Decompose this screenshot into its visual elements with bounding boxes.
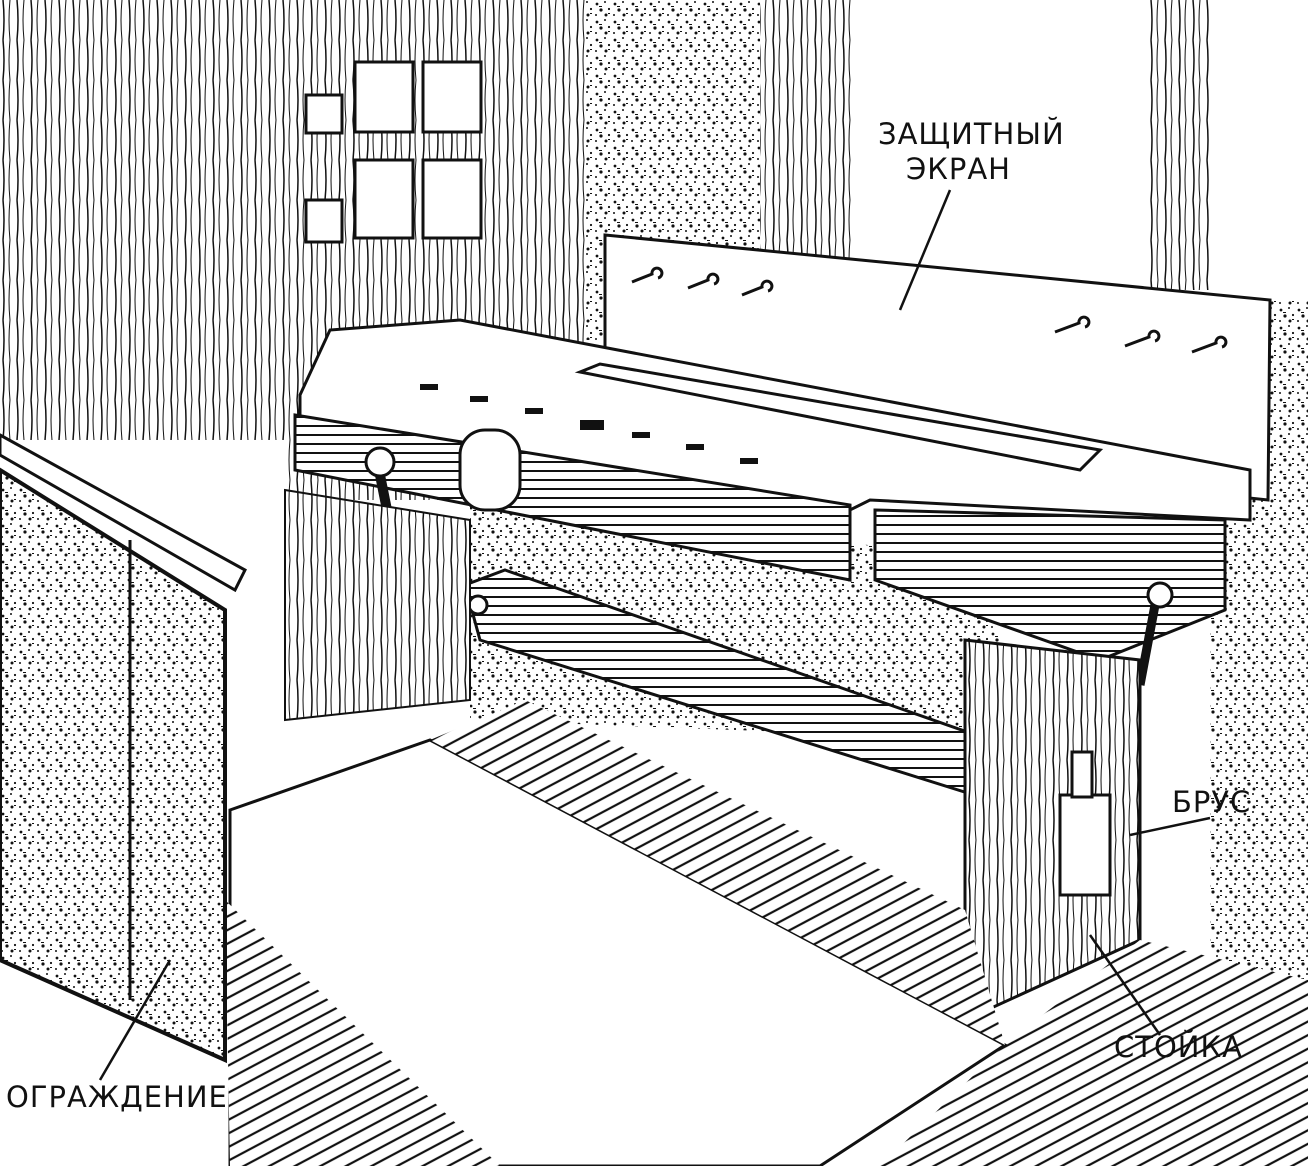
wall-board-center: [760, 0, 855, 260]
fence-panel: [0, 467, 227, 1064]
post-bracket-top: [1070, 750, 1094, 799]
label-leaders: [98, 189, 1211, 1081]
bar-label: БРУС: [1172, 785, 1252, 819]
screen-hooks: [631, 266, 1228, 354]
floor-right: [880, 940, 1308, 1166]
socket-2: [353, 60, 415, 134]
bench-marks: [420, 384, 758, 464]
post-bracket: [1058, 793, 1112, 897]
fence-top-rail: [0, 433, 247, 593]
bench-right-beam: [873, 508, 1227, 662]
protective-screen-label-line-1: ЗАЩИТНЫЙ: [878, 117, 1065, 151]
socket-6: [421, 158, 483, 240]
vise-left: [364, 428, 522, 576]
floor-lines-back: [430, 700, 1005, 1045]
socket-5: [353, 158, 415, 240]
socket-group: [304, 60, 483, 244]
socket-4: [304, 198, 344, 244]
socket-3: [421, 60, 483, 134]
wall-panel-left: [0, 0, 285, 440]
bench-slot: [574, 362, 1104, 472]
socket-1: [304, 93, 344, 135]
fence-label: ОГРАЖДЕНИЕ: [6, 1080, 228, 1114]
lower-beam-bolt: [467, 594, 489, 616]
vise-right: [1135, 581, 1174, 686]
protective-screen-label-line-2: ЭКРАН: [906, 152, 1011, 186]
wall-board-right: [1150, 0, 1210, 290]
left-leg-board: [284, 488, 471, 722]
post-label: СТОЙКА: [1114, 1030, 1243, 1064]
floor-left-strip: [225, 900, 500, 1166]
bench-front-beam: [293, 413, 852, 582]
